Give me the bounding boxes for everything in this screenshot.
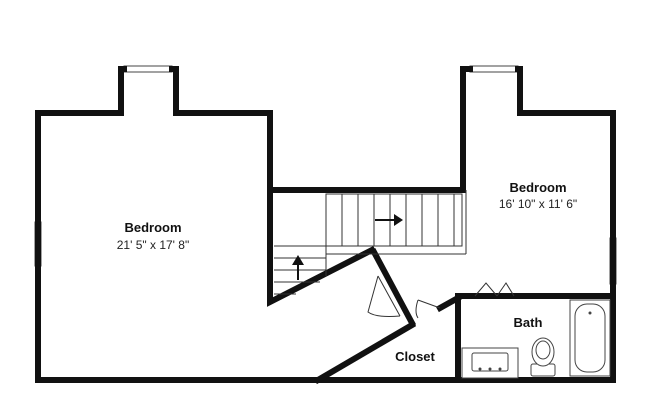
room-name-bath: Bath: [514, 315, 543, 330]
sink-vanity: [461, 347, 519, 379]
toilet-icon: [530, 337, 556, 377]
door-swing-closet: [367, 275, 401, 317]
bathtub-drain: [588, 311, 592, 315]
wall-hall-bath: [435, 293, 463, 313]
wall-closet-diagonal: [313, 320, 417, 385]
door-swing-bath: [415, 299, 441, 319]
stairs: [274, 190, 467, 295]
room-name-bedroom-right: Bedroom: [509, 180, 566, 195]
room-dimensions-bedroom-left: 21' 5" x 17' 8": [117, 238, 189, 252]
wall-left-bay-right: [169, 66, 473, 193]
door-bifold-bath: [474, 282, 515, 297]
room-name-closet: Closet: [395, 349, 435, 364]
doors: [367, 275, 515, 319]
arrow-right-icon: [375, 214, 403, 226]
window-right-bay: [469, 65, 519, 73]
wall-hall-lower: [267, 187, 377, 307]
window-left-bay: [123, 65, 173, 73]
wall-right-bedroom: [315, 66, 616, 383]
room-name-bedroom-left: Bedroom: [124, 220, 181, 235]
bath-fixtures: [461, 299, 611, 379]
arrow-up-icon: [292, 255, 304, 280]
wall-left-bedroom: [35, 66, 127, 383]
walls: [35, 66, 616, 385]
room-dimensions-bedroom-right: 16' 10" x 11' 6": [499, 197, 577, 211]
stair-upper-run: [325, 193, 463, 247]
room-labels: Bedroom 21' 5" x 17' 8" Bedroom 16' 10" …: [117, 180, 577, 364]
wall-door-jamb: [369, 247, 417, 328]
bathtub-basin: [574, 303, 606, 373]
